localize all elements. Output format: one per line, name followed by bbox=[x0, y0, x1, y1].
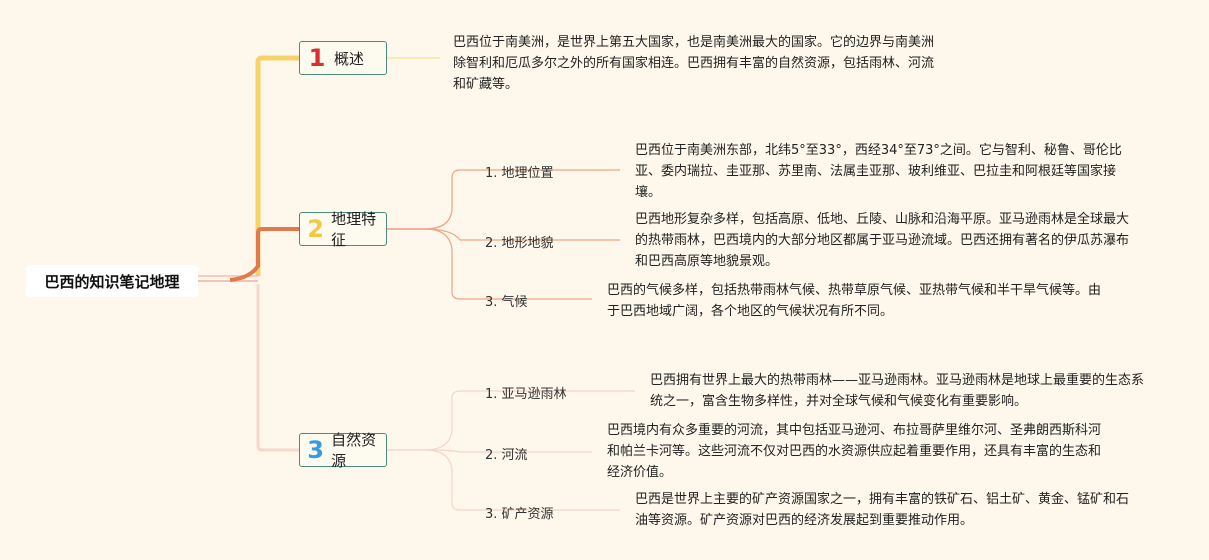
topic-label: 地理特征 bbox=[331, 210, 377, 249]
minerals-description: 巴西是世界上主要的矿产资源国家之一，拥有丰富的铁矿石、铝土矿、黄金、锰矿和石油等… bbox=[635, 492, 1130, 528]
root-title: 巴西的知识笔记地理 bbox=[44, 272, 180, 291]
subtopic-climate[interactable]: 3. 气候 bbox=[485, 295, 528, 310]
climate-description: 巴西的气候多样，包括热带雨林气候、热带草原气候、亚热带气候和半干旱气候等。由于巴… bbox=[607, 283, 1102, 319]
subtopic-rivers[interactable]: 2. 河流 bbox=[485, 448, 528, 463]
subtopic-minerals[interactable]: 3. 矿产资源 bbox=[485, 507, 554, 522]
terrain-description: 巴西地形复杂多样，包括高原、低地、丘陵、山脉和沿海平原。亚马逊雨林是全球最大的热… bbox=[635, 212, 1130, 269]
subtopic-location[interactable]: 1. 地理位置 bbox=[485, 166, 554, 181]
number-three-icon: 3 bbox=[307, 436, 324, 464]
topic-overview[interactable]: 1 概述 bbox=[299, 41, 387, 75]
overview-description: 巴西位于南美洲，是世界上第五大国家，也是南美洲最大的国家。它的边界与南美洲除智利… bbox=[453, 35, 935, 92]
topic-geography[interactable]: 2 地理特征 bbox=[299, 210, 387, 249]
topic-label: 概述 bbox=[334, 49, 365, 68]
number-two-icon: 2 bbox=[307, 215, 324, 243]
topic-resources[interactable]: 3 自然资源 bbox=[299, 431, 387, 470]
subtopic-amazon-rainforest[interactable]: 1. 亚马逊雨林 bbox=[485, 387, 567, 402]
number-one-icon: 1 bbox=[308, 44, 326, 72]
location-description: 巴西位于南美洲东部，北纬5°至33°，西经34°至73°之间。它与智利、秘鲁、哥… bbox=[635, 143, 1122, 200]
rivers-description: 巴西境内有众多重要的河流，其中包括亚马逊河、布拉哥萨里维尔河、圣弗朗西斯科河和帕… bbox=[607, 423, 1102, 480]
amazon-description: 巴西拥有世界上最大的热带雨林——亚马逊雨林。亚马逊雨林是地球上最重要的生态系统之… bbox=[650, 373, 1145, 409]
subtopic-terrain[interactable]: 2. 地形地貌 bbox=[485, 236, 554, 251]
root-node[interactable]: 巴西的知识笔记地理 bbox=[26, 265, 198, 297]
topic-label: 自然资源 bbox=[331, 431, 377, 470]
